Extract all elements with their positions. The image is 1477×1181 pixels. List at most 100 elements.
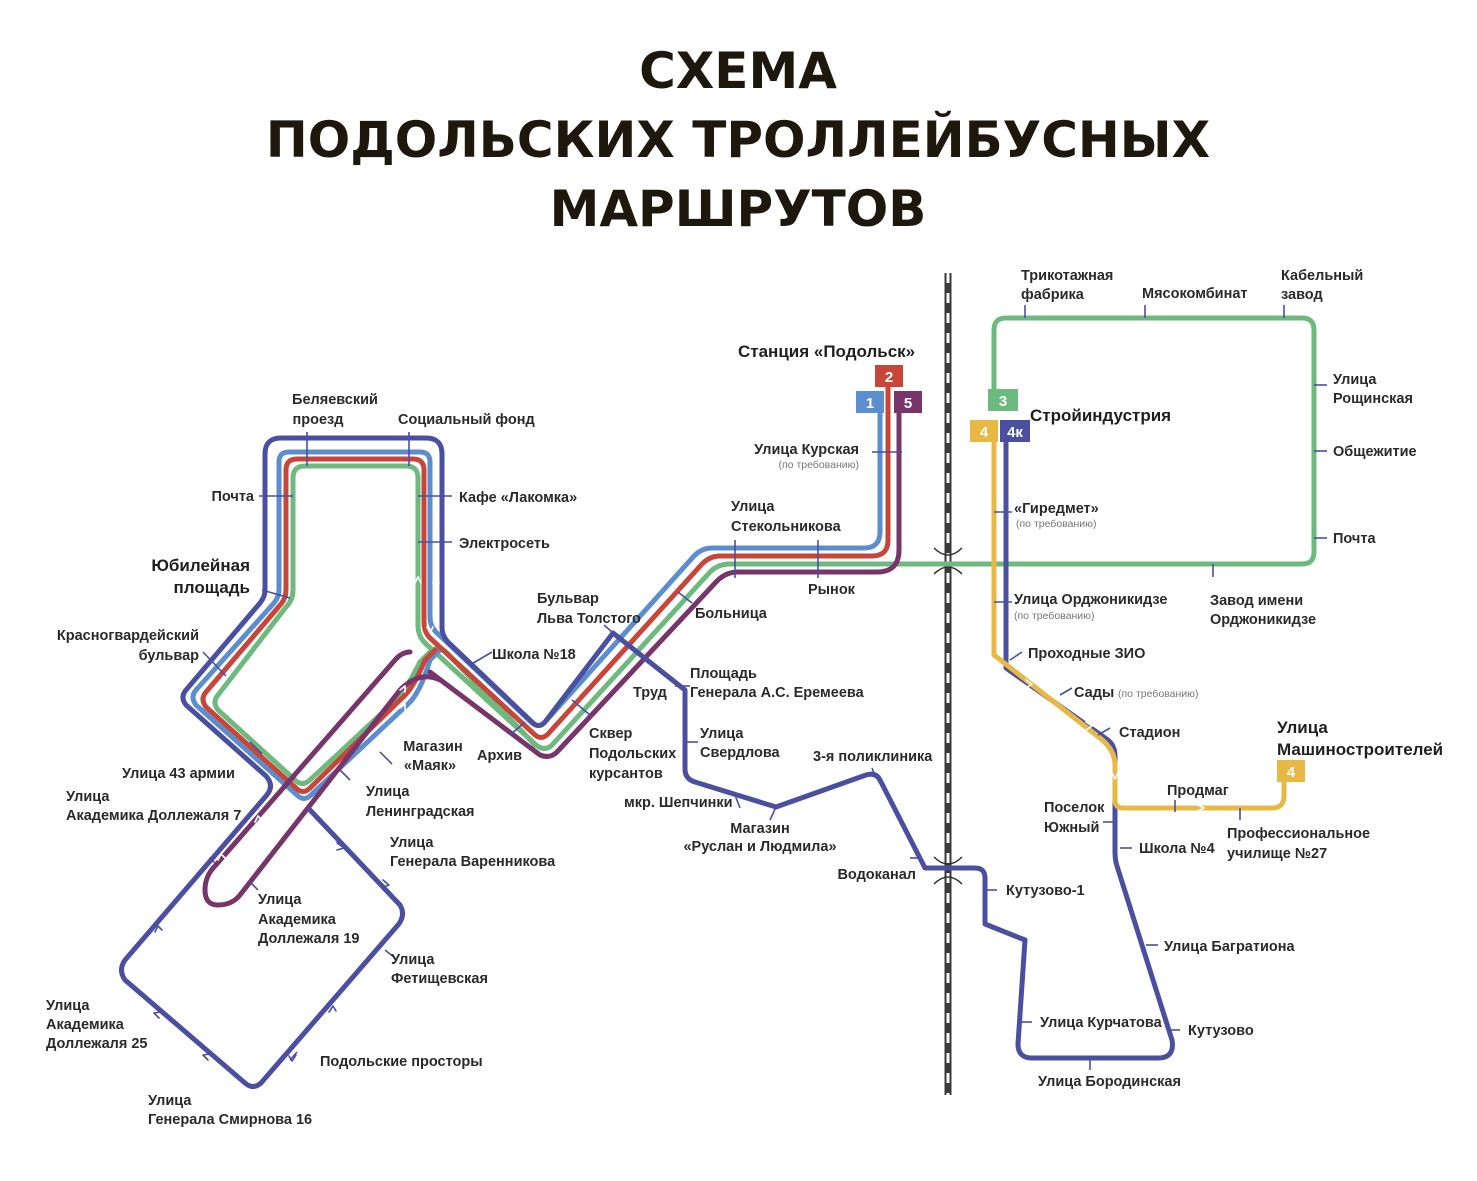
badge-route-1: 1 [856, 391, 884, 413]
stop-shkola18: Школа №18 [492, 647, 576, 663]
stop-vodokanal: Водоканал [837, 867, 916, 883]
svg-text:4к: 4к [1007, 424, 1023, 441]
svg-text:3: 3 [999, 393, 1007, 410]
route-4k-line [119, 433, 1175, 1089]
stop-ruslan: Магазин [730, 821, 789, 837]
route-4-path [991, 433, 1287, 811]
stop-leningr-2: Ленинградская [366, 804, 475, 820]
stop-dolle19-3: Доллежаля 19 [258, 931, 359, 947]
stop-belyaevsky: Беляевский [292, 392, 378, 408]
stop-belyaevsky-2: проезд [293, 412, 344, 428]
stop-pochta-east: Почта [1333, 531, 1376, 547]
stop-uchilishche: Профессиональное [1227, 826, 1370, 842]
terminal-stroyindustriya: Стройиндустрия [1030, 406, 1171, 425]
badge-route-4: 4 [970, 420, 998, 442]
stop-varennikova-2: Генерала Варенникова [390, 854, 556, 870]
stop-arhiv: Архив [477, 748, 522, 764]
svg-text:5: 5 [904, 395, 912, 412]
stop-a43: Улица 43 армии [122, 766, 235, 782]
stop-lakomka: Кафе «Лакомка» [459, 490, 577, 506]
stop-kabel: Кабельный [1281, 268, 1363, 284]
railway-line [933, 273, 963, 1095]
stop-sverdlova: Улица [700, 726, 744, 742]
stop-dolle7: Улица [66, 789, 110, 805]
stop-skver-3: курсантов [589, 766, 663, 782]
stop-trikot-2: фабрика [1021, 287, 1085, 303]
title-line-3: МАРШРУТОВ [550, 180, 927, 238]
stop-prostory: Подольские просторы [320, 1054, 483, 1070]
stop-dolle7-2: Академика Доллежаля 7 [66, 808, 241, 824]
terminal-mashinostroitelei-2: Машиностроителей [1277, 740, 1443, 759]
stop-skver: Сквер [589, 726, 633, 742]
stop-tolstoy-2: Льва Толстого [537, 611, 641, 627]
stop-kurskaya: Улица Курская [754, 442, 859, 458]
svg-text:4: 4 [980, 424, 989, 441]
terminal-podolsk: Станция «Подольск» [738, 342, 915, 361]
stop-bagrationa: Улица Багратиона [1164, 939, 1295, 955]
stop-prodmag: Продмаг [1167, 783, 1229, 799]
svg-text:4: 4 [1287, 764, 1296, 781]
route-2-line [200, 383, 891, 794]
stop-kurskaya-note: (по требованию) [779, 459, 860, 471]
badge-route-2: 2 [875, 365, 903, 387]
svg-text:1: 1 [866, 395, 874, 412]
stop-sady-note: (по требованию) [1118, 688, 1199, 700]
map-title: СХЕМА ПОДОЛЬСКИХ ТРОЛЛЕЙБУСНЫХ МАРШРУТОВ [266, 42, 1210, 238]
stop-kutuzovo1: Кутузово-1 [1006, 883, 1085, 899]
stop-myaso: Мясокомбинат [1142, 286, 1248, 302]
stop-elektroset: Электросеть [459, 536, 550, 552]
stop-smirnova-2: Генерала Смирнова 16 [148, 1112, 312, 1128]
stop-shepchinki: мкр. Шепчинки [624, 795, 733, 811]
route-badges: 2 1 5 3 4 4к 4 [856, 365, 1305, 782]
route-4k-path [119, 433, 1175, 1089]
route-1-path [190, 409, 883, 801]
stop-stadion: Стадион [1119, 725, 1180, 741]
terminal-labels: Станция «Подольск» Стройиндустрия Улица … [151, 342, 1443, 759]
stop-smirnova: Улица [148, 1093, 192, 1109]
title-line-2: ПОДОЛЬСКИХ ТРОЛЛЕЙБУСНЫХ [266, 110, 1210, 169]
stop-eremeev: Площадь [690, 666, 757, 682]
route-4-line [991, 433, 1287, 811]
stop-borodinskaya: Улица Бородинская [1038, 1074, 1181, 1090]
stop-kurchatova: Улица Курчатова [1040, 1015, 1163, 1031]
stop-kabel-2: завод [1281, 287, 1323, 303]
stop-shkola4: Школа №4 [1139, 841, 1215, 857]
stop-obshchezh: Общежитие [1333, 444, 1417, 460]
direction-arrows [217, 576, 1205, 861]
stop-social-fund: Социальный фонд [398, 412, 535, 428]
stop-sverdlova-2: Свердлова [700, 745, 781, 761]
stop-varennikova: Улица [390, 835, 434, 851]
stop-steklo: Улица [731, 499, 775, 515]
route-1-line [190, 409, 883, 801]
stop-eremeev-2: Генерала А.С. Еремеева [690, 685, 865, 701]
stop-ticks [202, 305, 1327, 1070]
stop-mayak: Магазин [403, 739, 462, 755]
stop-labels: Беляевский проезд Социальный фонд Почта … [46, 268, 1417, 1128]
svg-text:2: 2 [885, 369, 893, 386]
terminal-yubileynaya-2: площадь [174, 578, 250, 597]
stop-roshch-2: Рощинская [1333, 391, 1413, 407]
terminal-yubileynaya-1: Юбилейная [151, 556, 250, 575]
stop-rynok: Рынок [808, 582, 856, 598]
stop-trud: Труд [633, 685, 667, 701]
stop-dolle19-2: Академика [258, 912, 337, 928]
stop-fetishch: Улица [391, 952, 435, 968]
stop-ruslan-2: «Руслан и Людмила» [683, 839, 836, 855]
badge-route-5: 5 [894, 391, 922, 413]
stop-dolle19: Улица [258, 892, 302, 908]
stop-ordzh-note: (по требованию) [1014, 610, 1095, 622]
stop-dolle25-2: Академика [46, 1017, 125, 1033]
stop-kutuzovo: Кутузово [1188, 1023, 1254, 1039]
stop-uchilishche-2: училище №27 [1227, 846, 1327, 862]
stop-fetishch-2: Фетищевская [391, 971, 488, 987]
stop-zavod-ordzh: Завод имени [1210, 593, 1303, 609]
stop-poselok: Поселок [1044, 800, 1105, 816]
stop-steklo-2: Стекольникова [731, 519, 842, 535]
route-3-path [212, 315, 1317, 786]
route-4k-direction-arrows [153, 842, 390, 1062]
stop-poselok-2: Южный [1044, 820, 1099, 836]
stop-leningr: Улица [366, 784, 410, 800]
stop-mayak-2: «Маяк» [404, 758, 456, 774]
stop-dolle25: Улица [46, 998, 90, 1014]
